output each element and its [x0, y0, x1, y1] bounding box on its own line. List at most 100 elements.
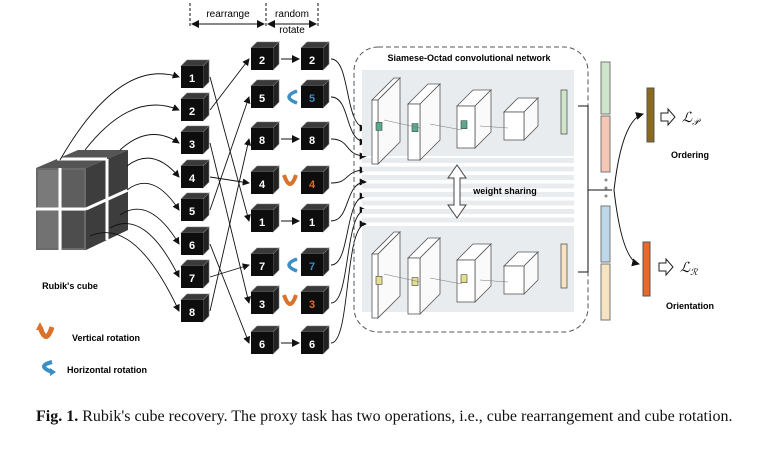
conv-layer [456, 243, 492, 303]
cube-number: 5 [189, 206, 195, 218]
split-arrow [119, 208, 180, 245]
conv-layer [371, 77, 401, 165]
input-arrow [330, 138, 367, 160]
rearrange-arrow [209, 243, 251, 344]
split-arrow [89, 232, 180, 312]
cube-number: 6 [189, 240, 195, 252]
split-arrow [109, 223, 180, 278]
orientation-vector [642, 241, 651, 297]
input-arrow [330, 178, 367, 222]
cube-number: 8 [189, 307, 195, 319]
cube-col2: 3 [250, 285, 280, 315]
stripe [362, 200, 574, 206]
input-arrow [330, 220, 367, 344]
input-arrow [330, 206, 367, 304]
cube-number: 3 [189, 139, 195, 151]
merge-line-upper [578, 105, 612, 191]
figure-caption: Fig. 1. Rubik's cube recovery. The proxy… [36, 406, 736, 428]
cube-col3: 2 [300, 41, 330, 71]
cube-number: 3 [309, 299, 315, 311]
header-brackets [189, 3, 319, 28]
legend-horizontal: Horizontal rotation [67, 365, 147, 375]
input-stripes [362, 158, 574, 223]
feature-pink [600, 115, 611, 173]
cube-col2: 8 [250, 121, 280, 151]
weight-sharing-label: weight sharing [472, 186, 537, 196]
conv-layer [503, 251, 539, 295]
caption-label: Fig. 1. [36, 408, 79, 425]
split-arrow [126, 182, 180, 211]
ellipsis-dot [604, 186, 608, 190]
horizontal-rotation-icon [287, 89, 298, 105]
weight-sharing-arrow [447, 164, 467, 219]
rearrange-arrow [209, 263, 250, 278]
caption-text: Rubik's cube recovery. The proxy task ha… [78, 408, 733, 425]
cube-col2: 6 [250, 325, 280, 355]
cube-col1: 3 [180, 125, 210, 155]
cube-number: 2 [189, 106, 195, 118]
cube-label: Rubik's cube [42, 281, 98, 291]
cube-col3: 5 [300, 79, 330, 109]
cube-number: 7 [259, 261, 265, 273]
rearrange-arrow [209, 96, 251, 211]
split-arrow [59, 71, 180, 161]
figure-canvas: rearrange random rotate Rubik's cube Ver… [36, 3, 714, 376]
ordering-output-arrow-icon [660, 107, 676, 127]
network-title: Siamese-Octad convolutional network [387, 53, 551, 63]
branch-output-vector [560, 243, 568, 289]
cube-col3: 1 [300, 203, 330, 233]
horizontal-rotation-icon [42, 360, 56, 376]
cube-number: 2 [259, 55, 265, 67]
cube-col1: 5 [180, 192, 210, 222]
cube-col3: 8 [300, 121, 330, 151]
cube-number: 4 [309, 179, 316, 191]
cube-col1: 1 [180, 59, 210, 89]
cube-col2: 4 [250, 165, 280, 195]
branch-ordering [613, 112, 644, 191]
conv-layer [456, 89, 492, 149]
cube-col1: 7 [180, 259, 210, 289]
cube-col2: 2 [250, 41, 280, 71]
stripe [362, 166, 574, 172]
horizontal-rotation-icon [287, 257, 298, 273]
cube-number: 5 [259, 93, 265, 105]
cube-number: 6 [309, 339, 315, 351]
loss-orientation: ℒℛ [680, 259, 698, 277]
cube-col3: 3 [300, 285, 330, 315]
ellipsis-dot [604, 178, 608, 182]
cube-col3: 7 [300, 247, 330, 277]
cube-col1: 2 [180, 92, 210, 122]
input-arrow [330, 96, 367, 146]
conv-layers [371, 77, 568, 319]
input-arrow [330, 166, 367, 184]
orientation-output-arrow-icon [658, 257, 674, 277]
rearrange-arrow [209, 76, 251, 222]
stripe [362, 217, 574, 223]
stripe [362, 158, 574, 163]
orientation-label: Orientation [666, 301, 714, 311]
cube-col3: 6 [300, 325, 330, 355]
vertical-rotation-icon [282, 174, 298, 186]
conv-layer [503, 97, 539, 141]
cube-col2: 5 [250, 79, 280, 109]
label-rearrange: rearrange [206, 9, 250, 20]
cube-col1: 4 [180, 159, 210, 189]
ordering-label: Ordering [671, 150, 709, 160]
conv-layer [407, 237, 441, 315]
cube-number: 6 [259, 339, 265, 351]
cube-number: 7 [309, 261, 315, 273]
cube-number: 1 [189, 73, 195, 85]
split-arrow [119, 134, 180, 151]
cube-col3: 4 [300, 165, 330, 195]
cube-number: 2 [309, 55, 315, 67]
rearrange-arrow [209, 58, 250, 111]
loss-ordering: ℒ𝒫 [682, 109, 701, 127]
cube-number: 5 [309, 93, 315, 105]
cube-number: 7 [189, 273, 195, 285]
rubiks-cube [36, 150, 129, 250]
cube-number: 4 [189, 173, 196, 185]
cube-col2: 7 [250, 247, 280, 277]
feature-blue [600, 205, 611, 263]
vertical-rotation-icon [36, 322, 55, 339]
